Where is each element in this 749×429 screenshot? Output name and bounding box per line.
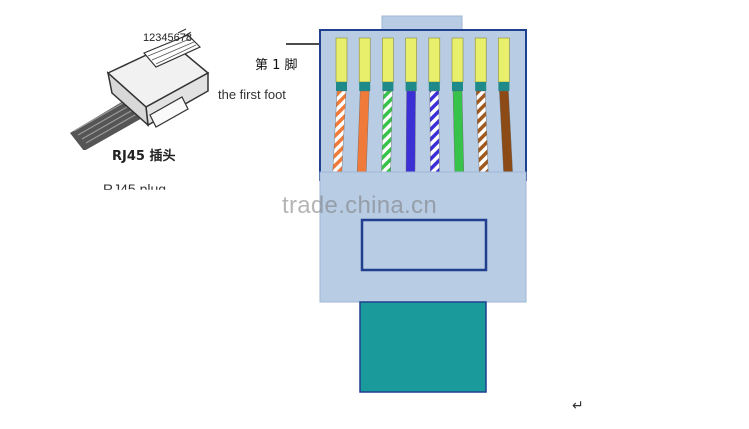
connector-wires: [332, 90, 513, 173]
pin-3: [382, 37, 394, 91]
connector-latch-tab: [381, 15, 463, 31]
connector-head: [319, 29, 527, 181]
pin-2: [358, 37, 371, 91]
rj45-connector-diagram: [319, 15, 527, 393]
pin-6: [451, 37, 464, 91]
wire-blue: [405, 90, 416, 173]
pin1-label-chinese: 第 1 脚: [255, 58, 298, 73]
watermark-text: trade.china.cn: [282, 192, 437, 219]
thumbnail-title: RJ45 插头: [112, 149, 176, 164]
pin-1: [335, 37, 348, 91]
wire-white-green: [381, 90, 393, 173]
connector-pins: [335, 37, 510, 91]
connector-body: [319, 171, 527, 303]
pin-5: [428, 37, 441, 91]
connector-cable-jacket: [359, 301, 487, 393]
thumbnail-caption: RJ45 plug: [103, 181, 167, 197]
thumbnail-pin-number-label: 12345678: [143, 32, 192, 44]
rj45-plug-thumbnail: [70, 28, 210, 150]
thumbnail-plug-body: [106, 28, 210, 128]
pin-4: [405, 37, 417, 91]
return-mark: ↵: [572, 398, 584, 414]
pin-8: [498, 37, 510, 91]
pin-7: [474, 37, 487, 91]
thumbnail-cable: [70, 97, 144, 150]
pin1-label-english: the first foot: [218, 87, 286, 102]
wire-white-blue: [429, 90, 440, 173]
wire-green: [452, 90, 465, 173]
